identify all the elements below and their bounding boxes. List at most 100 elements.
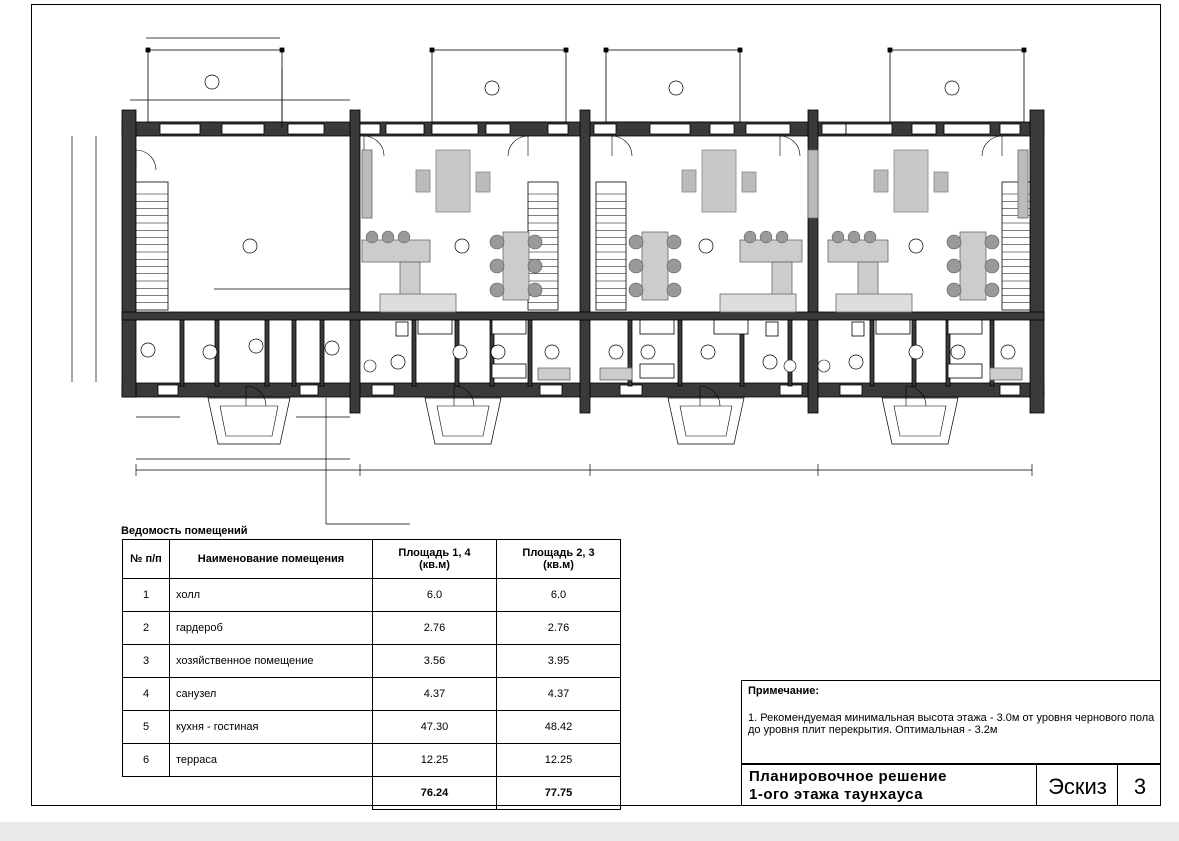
kitchen-island: [739, 239, 803, 263]
staircase: [1001, 181, 1031, 311]
table-title: Ведомость помещений: [121, 525, 248, 537]
chair: [666, 282, 682, 298]
chair: [628, 258, 644, 274]
kitchen-island: [361, 239, 431, 263]
room-marker: [202, 344, 218, 360]
armchair: [681, 169, 697, 193]
terrace: [605, 49, 741, 123]
window: [547, 123, 569, 135]
window: [221, 123, 265, 135]
cell-number: 3: [122, 644, 170, 678]
sofa: [701, 149, 737, 213]
room-marker: [324, 340, 340, 356]
cell-number: 5: [122, 710, 170, 744]
bar-stool: [397, 230, 411, 244]
post: [429, 47, 435, 53]
armchair: [475, 171, 491, 193]
washer: [537, 367, 571, 381]
dining-table: [959, 231, 987, 301]
washer: [989, 367, 1023, 381]
window: [299, 384, 319, 396]
room-marker: [490, 344, 506, 360]
cell-area-14: 12.25: [372, 743, 497, 777]
post: [279, 47, 285, 53]
armchair: [415, 169, 431, 193]
cell-area-23: 2.76: [496, 611, 621, 645]
door: [905, 385, 927, 407]
toilet: [765, 321, 779, 337]
tv-unit: [1017, 149, 1029, 219]
empty-cell: [169, 776, 373, 810]
room-marker: [908, 238, 924, 254]
post: [887, 47, 893, 53]
room-marker: [950, 344, 966, 360]
bar-stool: [863, 230, 877, 244]
window: [619, 384, 643, 396]
col-header-area-14: Площадь 1, 4 (кв.м): [372, 539, 497, 579]
dining-table: [641, 231, 669, 301]
post: [1021, 47, 1027, 53]
terrace: [889, 49, 1025, 123]
toilet: [851, 321, 865, 337]
room-marker: [668, 80, 684, 96]
door: [245, 385, 267, 407]
porch-step: [219, 405, 279, 437]
wardrobe: [417, 319, 453, 335]
kitchen-island: [827, 239, 889, 263]
room-marker: [452, 344, 468, 360]
chair: [666, 234, 682, 250]
total-area-14: 76.24: [372, 776, 497, 810]
chair: [527, 282, 543, 298]
cell-area-23: 12.25: [496, 743, 621, 777]
partition: [291, 319, 297, 387]
wardrobe: [947, 319, 983, 335]
room-marker: [204, 74, 220, 90]
cell-number: 2: [122, 611, 170, 645]
bar-stool: [847, 230, 861, 244]
window: [485, 123, 511, 135]
sink: [783, 359, 797, 373]
note-text: 1. Рекомендуемая минимальная высота этаж…: [748, 712, 1155, 736]
cell-area-14: 3.56: [372, 644, 497, 678]
party-wall-34: [807, 109, 819, 414]
interior-wall: [121, 311, 1045, 321]
cell-number: 4: [122, 677, 170, 711]
window: [157, 384, 179, 396]
door: [779, 135, 801, 157]
wardrobe: [491, 319, 527, 335]
window: [709, 123, 735, 135]
partition: [411, 319, 417, 387]
door: [699, 385, 721, 407]
counter: [857, 261, 879, 299]
armchair: [933, 171, 949, 193]
porch-step: [679, 405, 733, 437]
room-marker: [390, 354, 406, 370]
door: [611, 135, 633, 157]
tv-unit: [361, 149, 373, 219]
partition: [989, 319, 995, 387]
wardrobe: [713, 319, 749, 335]
window: [287, 123, 325, 135]
window: [999, 123, 1021, 135]
cell-name: кухня - гостиная: [169, 710, 373, 744]
room-marker: [248, 338, 264, 354]
room-marker: [698, 238, 714, 254]
room-marker: [544, 344, 560, 360]
armchair: [741, 171, 757, 193]
porch-step: [436, 405, 490, 437]
kitchen-counter: [719, 293, 797, 313]
room-marker: [608, 344, 624, 360]
party-wall-12: [349, 109, 361, 414]
sheet-title-line2: 1-ого этажа таунхауса: [749, 786, 924, 803]
window: [845, 123, 893, 135]
empty-cell: [122, 776, 170, 810]
kitchen-counter: [835, 293, 913, 313]
wardrobe: [947, 363, 983, 379]
door: [981, 135, 1003, 157]
room-marker: [908, 344, 924, 360]
